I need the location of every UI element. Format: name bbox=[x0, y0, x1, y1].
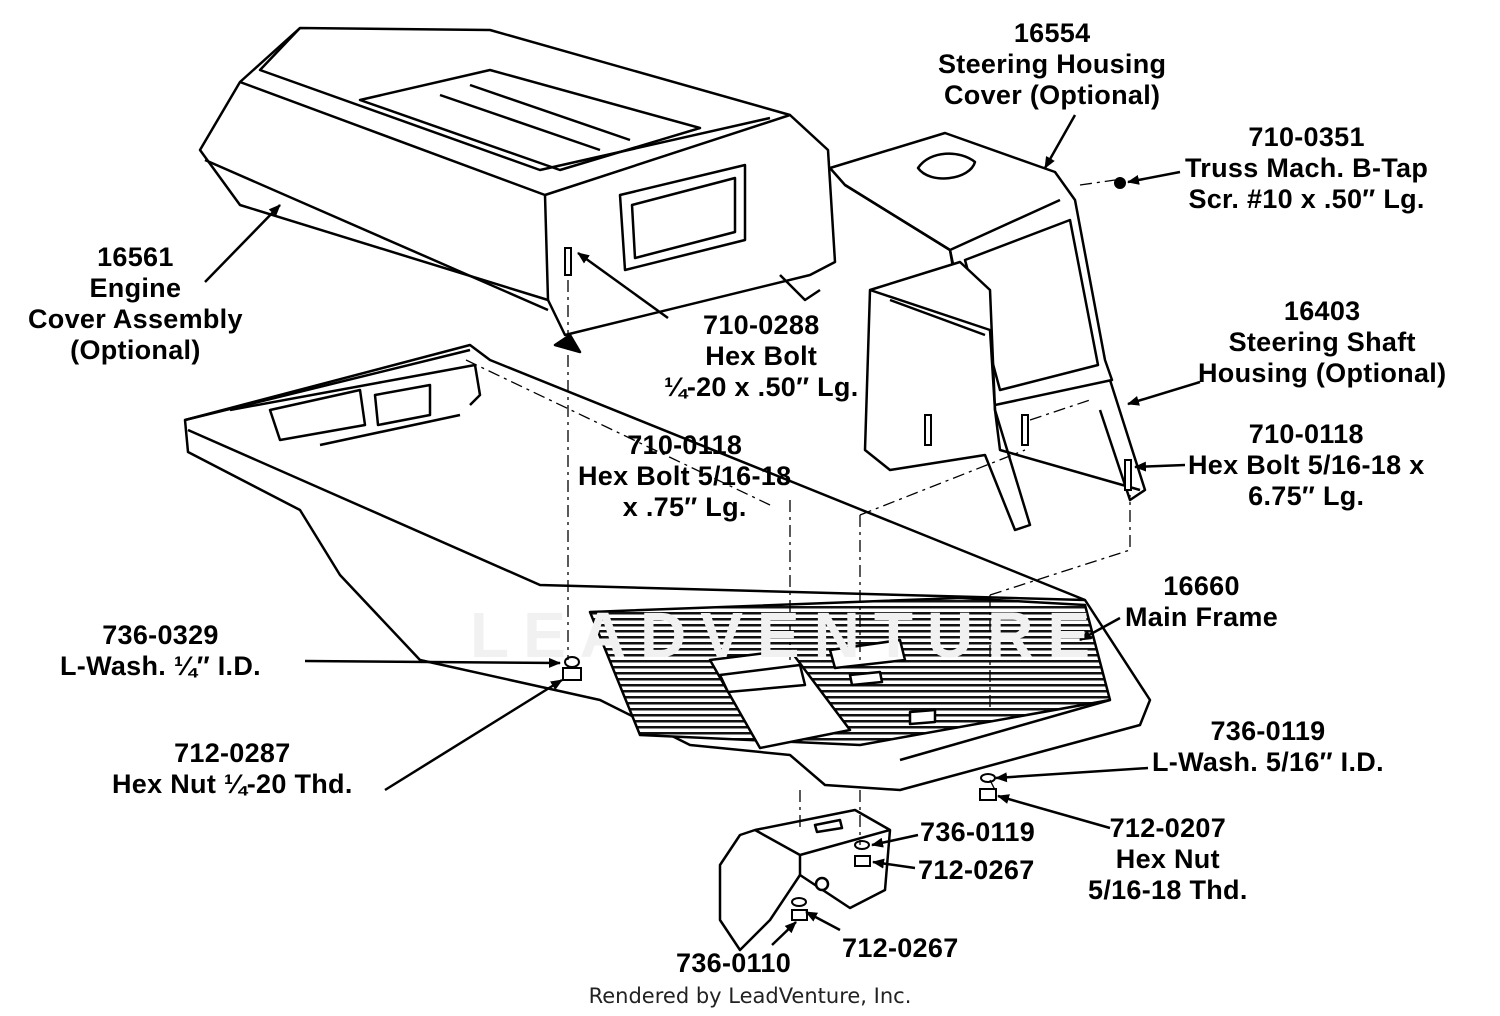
label-nut-0267-upper: 712-0267 bbox=[918, 855, 1035, 885]
leader-truss-screw bbox=[1127, 170, 1181, 185]
leader-washer-0119-bracket bbox=[871, 833, 919, 848]
leader-nut-0267-lower bbox=[805, 910, 841, 932]
label-nut-0267-lower: 712-0267 bbox=[842, 933, 959, 963]
leader-hex-bolt-0118-long bbox=[1134, 461, 1186, 472]
main-frame-drawing bbox=[183, 343, 1152, 792]
alignment-lines bbox=[465, 179, 1131, 845]
leader-lock-washer-0119-right bbox=[995, 766, 1149, 783]
leader-steering-shaft-housing bbox=[1127, 380, 1201, 406]
label-washer-0110: 736-0110 bbox=[676, 948, 792, 978]
leader-washer-0110 bbox=[771, 921, 797, 946]
leader-steering-housing-cover bbox=[1043, 114, 1077, 169]
footer-credit: Rendered by LeadVenture, Inc. bbox=[588, 984, 912, 1008]
leader-hex-bolt-0288 bbox=[577, 251, 669, 320]
engine-cover-drawing bbox=[198, 26, 837, 354]
hardware-drawing bbox=[562, 177, 1132, 921]
leader-lines bbox=[204, 114, 1201, 946]
steering-shaft-housing-drawing bbox=[863, 260, 1147, 532]
leader-nut-0267-upper bbox=[872, 858, 916, 870]
leader-hex-nut-0287 bbox=[384, 678, 563, 792]
leader-lock-washer-0329 bbox=[304, 657, 561, 668]
leader-hex-nut-0207 bbox=[997, 794, 1111, 830]
bracket-drawing bbox=[718, 808, 892, 952]
label-washer-0119-bracket: 736-0119 bbox=[920, 817, 1036, 847]
watermark: LEADVENTURE bbox=[470, 599, 1105, 671]
leader-main-frame bbox=[1079, 616, 1121, 642]
leader-engine-cover bbox=[204, 204, 281, 283]
